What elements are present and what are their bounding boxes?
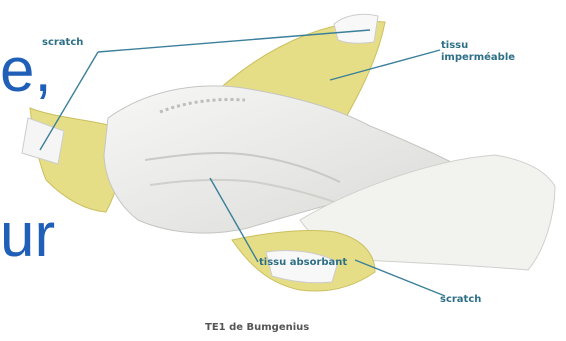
label-tissu-absorbant: tissu absorbant — [259, 257, 347, 269]
label-tissu-line2: imperméable — [441, 52, 515, 64]
slide-text-fragment-2: ur — [0, 205, 55, 267]
label-tissu-line1: tissu — [441, 40, 515, 52]
top-scratch-tab — [334, 14, 378, 43]
image-caption: TE1 de Bumgenius — [205, 322, 309, 333]
callout-line-scratch-bottom — [355, 260, 445, 296]
label-scratch-top: scratch — [42, 37, 83, 49]
label-scratch-bottom: scratch — [440, 294, 481, 306]
slide-text-fragment-1: e, — [0, 40, 52, 102]
label-tissu-impermeable: tissu imperméable — [441, 40, 515, 64]
